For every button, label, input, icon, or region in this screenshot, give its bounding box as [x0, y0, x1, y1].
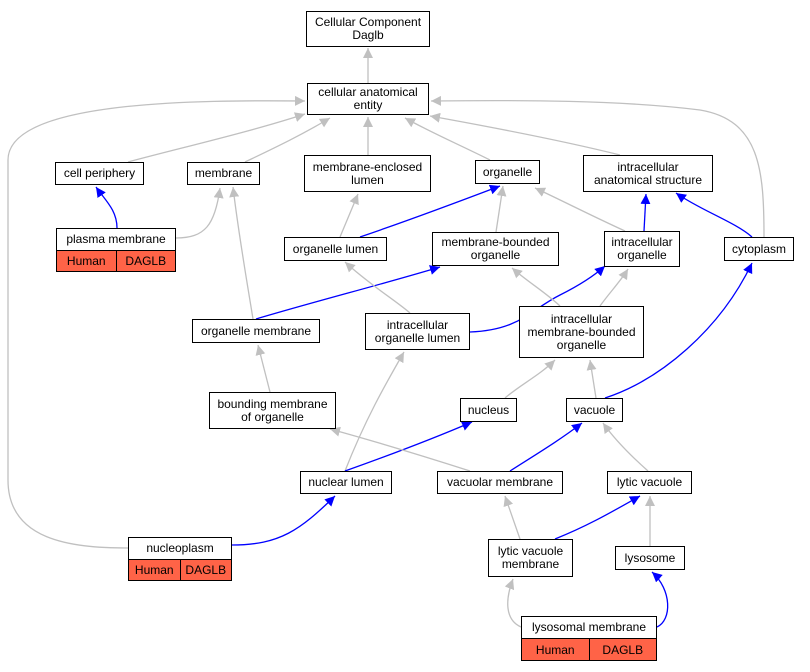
is-a-edge-lytic-vacuole-to-vacuole: [602, 422, 649, 472]
node-nucleoplasm[interactable]: nucleoplasm: [128, 537, 232, 559]
is-a-edge-intracellular-membrane-bounded-organelle-to-intracellular-organelle: [599, 268, 629, 307]
annotation-lysosomal-membrane: Human DAGLB: [521, 638, 657, 661]
node-nuclear-lumen[interactable]: nuclear lumen: [300, 471, 392, 494]
is-a-edge-membrane-to-cellular-anatomical-entity: [244, 117, 331, 163]
is-a-edge-vacuole-to-intracellular-membrane-bounded-organelle: [586, 359, 597, 399]
part-of-edge-nucleoplasm-to-nuclear-lumen: [231, 495, 336, 546]
node-bounding-membrane-of-organelle[interactable]: bounding membrane of organelle: [209, 392, 336, 429]
node-vacuole[interactable]: vacuole: [566, 398, 623, 422]
node-membrane-bounded-organelle[interactable]: membrane-bounded organelle: [432, 232, 559, 266]
is-a-edge-organelle-lumen-to-membrane-enclosed-lumen: [339, 193, 359, 238]
node-plasma-membrane[interactable]: plasma membrane: [56, 228, 176, 250]
node-membrane-enclosed-lumen[interactable]: membrane-enclosed lumen: [304, 155, 431, 192]
node-cell-periphery[interactable]: cell periphery: [55, 162, 144, 185]
part-of-edge-organelle-lumen-to-organelle: [359, 184, 501, 238]
is-a-edge-cell-periphery-to-cellular-anatomical-entity: [127, 112, 306, 163]
is-a-edge-intracellular-organelle-to-organelle: [534, 187, 626, 232]
node-lysosomal-membrane[interactable]: lysosomal membrane: [521, 616, 657, 638]
is-a-edge-plasma-membrane-to-membrane: [175, 187, 224, 239]
node-cellular-anatomical-entity[interactable]: cellular anatomical entity: [307, 83, 429, 115]
is-a-edge-membrane-bounded-organelle-to-organelle: [495, 185, 507, 233]
node-organelle-membrane[interactable]: organelle membrane: [192, 319, 320, 343]
is-a-edge-lysosomal-membrane-to-lytic-vacuole-membrane: [504, 578, 522, 628]
node-lytic-vacuole-membrane[interactable]: lytic vacuole membrane: [488, 539, 573, 577]
annotation-plasma-membrane: Human DAGLB: [56, 250, 176, 272]
is-a-edge-nucleoplasm-to-cellular-anatomical-entity: [7, 95, 306, 549]
node-intracellular-organelle[interactable]: intracellular organelle: [604, 231, 680, 267]
part-of-edge-organelle-membrane-to-membrane-bounded-organelle: [255, 265, 441, 320]
node-organelle-lumen[interactable]: organelle lumen: [284, 237, 387, 261]
part-of-edge-lysosomal-membrane-to-lysosome: [651, 571, 669, 628]
annotation-gene: DAGLB: [179, 560, 232, 580]
annotation-species: Human: [134, 563, 174, 577]
node-intracellular-organelle-lumen[interactable]: intracellular organelle lumen: [365, 313, 470, 350]
part-of-edge-intracellular-organelle-lumen-to-intracellular-organelle: [469, 265, 606, 333]
is-a-edge-organelle-to-cellular-anatomical-entity: [404, 117, 491, 161]
part-of-edge-plasma-membrane-to-cell-periphery: [95, 186, 118, 229]
node-nucleus[interactable]: nucleus: [460, 398, 517, 422]
part-of-edge-cytoplasm-to-intracellular-anatomical-structure: [675, 192, 753, 238]
is-a-edge-intracellular-anatomical-structure-to-cellular-anatomical-entity: [429, 112, 621, 156]
is-a-edge-intracellular-membrane-bounded-organelle-to-membrane-bounded-organelle: [511, 267, 561, 307]
node-lysosome[interactable]: lysosome: [615, 546, 685, 570]
part-of-edge-vacuole-to-cytoplasm: [604, 262, 753, 399]
node-intracellular-membrane-bounded-organelle[interactable]: intracellular membrane-bounded organelle: [519, 306, 644, 358]
part-of-edge-intracellular-organelle-to-intracellular-anatomical-structure: [640, 193, 651, 232]
annotation-gene: DAGLB: [115, 251, 176, 271]
is-a-edge-nuclear-lumen-to-intracellular-organelle-lumen: [344, 351, 405, 472]
node-intracellular-anatomical-structure[interactable]: intracellular anatomical structure: [583, 155, 713, 192]
node-cytoplasm[interactable]: cytoplasm: [724, 237, 794, 261]
annotation-species: Human: [66, 254, 106, 268]
is-a-edge-nucleus-to-intracellular-membrane-bounded-organelle: [504, 359, 556, 399]
node-lytic-vacuole[interactable]: lytic vacuole: [607, 471, 692, 494]
annotation-nucleoplasm: Human DAGLB: [128, 559, 232, 581]
part-of-edge-lytic-vacuole-membrane-to-lytic-vacuole: [554, 495, 641, 540]
annotation-gene: DAGLB: [588, 639, 657, 660]
is-a-edge-intracellular-organelle-lumen-to-organelle-lumen: [344, 261, 411, 314]
part-of-edge-nuclear-lumen-to-nucleus: [344, 421, 473, 472]
part-of-edge-vacuolar-membrane-to-vacuole: [509, 422, 583, 472]
annotation-species: Human: [535, 642, 575, 657]
node-vacuolar-membrane[interactable]: vacuolar membrane: [437, 471, 563, 494]
node-membrane[interactable]: membrane: [187, 162, 260, 185]
is-a-edge-lytic-vacuole-membrane-to-vacuolar-membrane: [503, 495, 521, 540]
is-a-edge-bounding-membrane-of-organelle-to-organelle-membrane: [255, 344, 271, 393]
node-organelle[interactable]: organelle: [475, 160, 540, 184]
is-a-edge-vacuolar-membrane-to-bounding-membrane-of-organelle: [329, 426, 471, 472]
node-cellular-component-root[interactable]: Cellular Component Daglb: [306, 11, 430, 47]
is-a-edge-organelle-membrane-to-membrane: [229, 186, 254, 320]
is-a-edge-cytoplasm-to-cellular-anatomical-entity: [430, 95, 765, 238]
